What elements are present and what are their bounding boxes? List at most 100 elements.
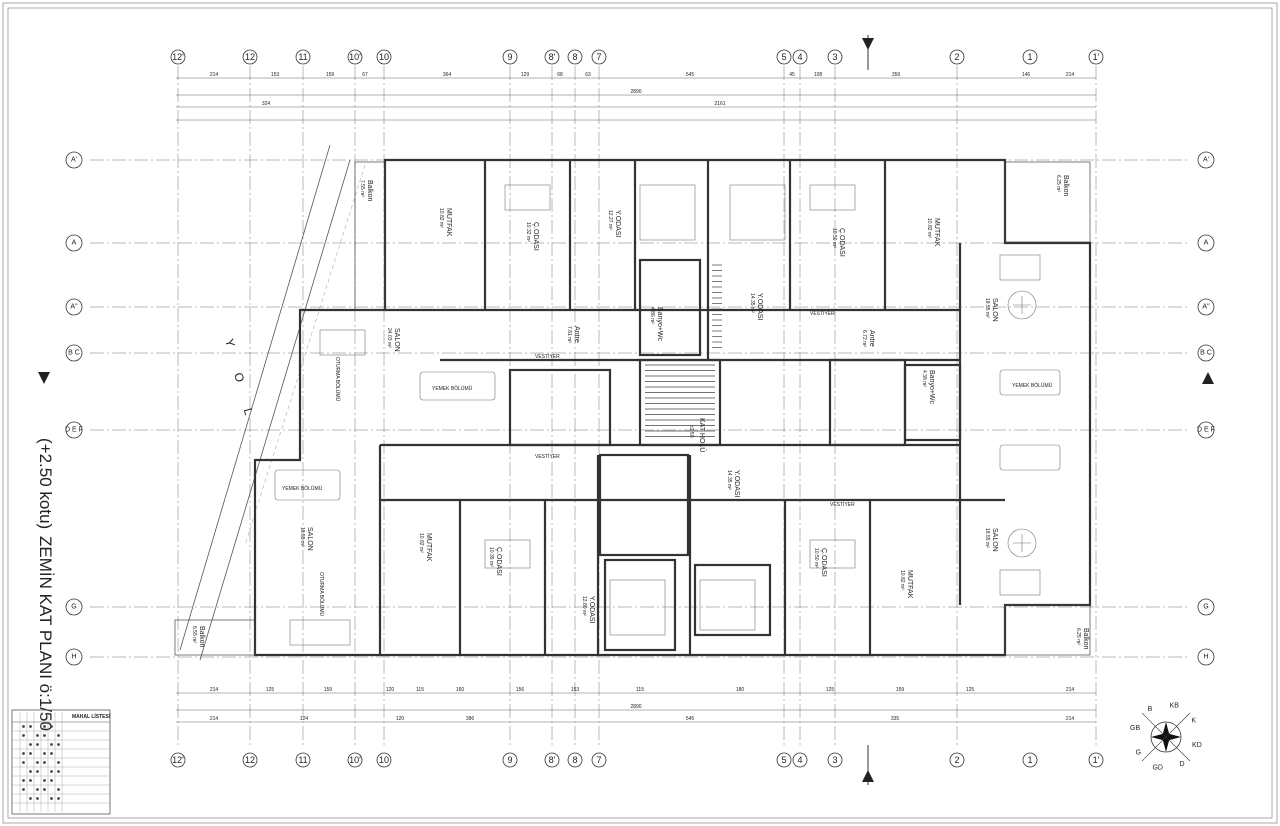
room-area: 4.38 m²	[921, 370, 927, 387]
section-marker-left	[38, 372, 50, 384]
dimension-value: 160	[456, 687, 465, 693]
svg-text:10: 10	[379, 755, 389, 765]
grid-bubble-bottom: 9	[502, 752, 518, 768]
svg-text:G: G	[71, 604, 76, 611]
compass-direction: KD	[1192, 742, 1202, 749]
room-area: 24.03 m²	[386, 328, 392, 348]
furniture	[274, 184, 1061, 646]
grid-bubble-bottom: 1'	[1088, 752, 1104, 768]
room-name: Balkon	[366, 180, 373, 202]
svg-text:2: 2	[954, 52, 959, 62]
svg-text:12': 12'	[172, 755, 184, 765]
vestiyer-label: VESTİYER	[810, 310, 835, 317]
svg-text:A": A"	[1202, 304, 1210, 311]
grid-bubble-bottom: 10'	[347, 752, 363, 768]
room-name: Banyo+Wc	[656, 307, 663, 342]
dimension-value: 63	[585, 72, 591, 78]
grid-bubble-left: A"	[65, 298, 83, 316]
svg-text:Y O L: Y O L	[222, 337, 259, 428]
svg-text:2: 2	[954, 755, 959, 765]
bottom-dimension-lines	[176, 692, 1096, 723]
svg-text:G: G	[1203, 604, 1208, 611]
grid-bubble-bottom: 11	[295, 752, 311, 768]
room-area: 18.55 m²	[984, 298, 990, 318]
dimension-value: 2161	[714, 101, 725, 107]
grid-bubble-top: 9	[502, 49, 518, 65]
room-name: MUTFAK	[906, 570, 913, 599]
svg-text:10': 10'	[349, 52, 361, 62]
svg-text:7: 7	[596, 52, 601, 62]
section-marker-top	[862, 35, 874, 70]
room-area: 6.72 m²	[861, 330, 867, 347]
grid-bubble-top: 10'	[347, 49, 363, 65]
svg-text:1: 1	[1027, 52, 1032, 62]
dimension-value: 124	[300, 716, 309, 722]
room-name: Y.ODASI	[588, 596, 595, 624]
room-area: 12.27 m²	[607, 210, 613, 230]
grid-bubble-left: A	[65, 234, 83, 252]
svg-text:1': 1'	[1093, 755, 1100, 765]
svg-text:A: A	[1204, 240, 1209, 247]
svg-text:A": A"	[70, 304, 78, 311]
dimension-value: 67	[362, 72, 368, 78]
svg-text:3: 3	[832, 52, 837, 62]
svg-text:11: 11	[298, 52, 307, 62]
dimension-value: 214	[210, 72, 219, 78]
svg-text:A': A'	[71, 157, 77, 164]
svg-text:B C: B C	[1200, 350, 1212, 357]
room-label: Banyo+Wc4.38 m²	[921, 370, 935, 405]
compass-direction: G	[1136, 750, 1141, 757]
grid-bubble-right: A	[1197, 234, 1215, 252]
dimension-value: 359	[892, 72, 901, 78]
svg-text:H: H	[71, 654, 76, 661]
svg-text:8: 8	[572, 52, 577, 62]
grid-bubble-top: 1'	[1088, 49, 1104, 65]
grid-bubble-right: A"	[1197, 298, 1215, 316]
dimension-value: 115	[636, 687, 644, 693]
room-name: Balkon	[1082, 628, 1089, 650]
grid-bubble-left: D E F	[65, 421, 83, 439]
dimension-value: 153	[271, 72, 280, 78]
dimension-value: 68	[557, 72, 563, 78]
svg-text:7: 7	[596, 755, 601, 765]
drawing-title: (+2.50 kotu) ZEMİN KAT PLANI ö:1/50	[36, 438, 55, 731]
room-area: 4.86 m²	[649, 307, 655, 324]
svg-text:9: 9	[507, 52, 512, 62]
grid-bubble-right: D E F	[1197, 421, 1215, 439]
dimension-value: 129	[521, 72, 530, 78]
dimension-value: 335	[891, 716, 900, 722]
grid-bubble-bottom: 12'	[170, 752, 186, 768]
compass-direction: KB	[1170, 703, 1180, 710]
room-name: SALON	[393, 328, 400, 352]
svg-text:5: 5	[781, 755, 786, 765]
room-name: MUTFAK	[933, 218, 940, 247]
street-label: Y O L	[222, 337, 259, 428]
grid-bubble-top: 12'	[170, 49, 186, 65]
dimension-value: 364	[443, 72, 452, 78]
dining-area-label: YEMEK BÖLÜMÜ	[1012, 382, 1053, 389]
dimension-value: 159	[326, 72, 335, 78]
dimension-value: 125	[826, 687, 835, 693]
dimension-value: 125	[266, 687, 275, 693]
svg-text:B C: B C	[68, 350, 80, 357]
dimension-value: 120	[396, 716, 405, 722]
svg-text:12: 12	[245, 52, 255, 62]
elevation-mark: ±2.50	[688, 425, 694, 438]
grid-bubble-bottom: 8'	[544, 752, 560, 768]
dimension-value: 159	[896, 687, 905, 693]
compass-direction: GD	[1152, 764, 1163, 771]
grid-bubble-top: 10	[376, 49, 392, 65]
svg-text:10': 10'	[349, 755, 361, 765]
compass-direction: K	[1191, 718, 1196, 725]
svg-text:D E F: D E F	[1197, 427, 1215, 434]
dimension-value: 324	[262, 101, 271, 107]
